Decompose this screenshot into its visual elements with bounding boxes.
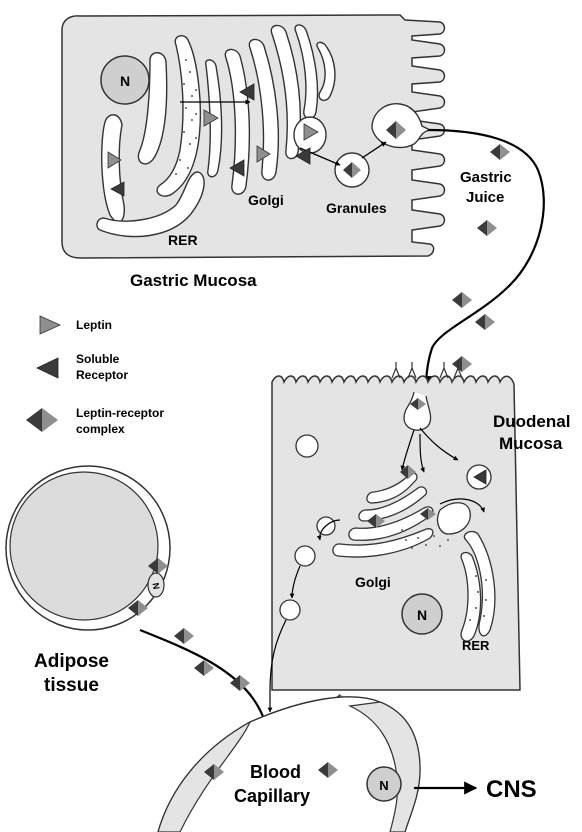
duodenal-vesicle-4 xyxy=(280,600,300,620)
duodenal-vesicle-3 xyxy=(295,546,315,566)
duodenal-vesicle-1 xyxy=(296,435,318,457)
complex-diamond xyxy=(490,144,510,160)
legend-complex-symbol xyxy=(26,408,58,432)
complex-diamond xyxy=(452,356,472,372)
duodenal-mucosa-label-line1: Duodenal xyxy=(493,412,570,431)
adipose-label-line2: tissue xyxy=(44,675,99,696)
legend-receptor-label-line1: Soluble xyxy=(76,352,120,366)
duodenal-golgi-label: Golgi xyxy=(355,574,391,590)
gastric-rer-label: RER xyxy=(168,232,198,248)
adipose-to-blood-arrow xyxy=(140,630,268,738)
lipid-droplet xyxy=(10,472,158,620)
gastric-nucleus-label: N xyxy=(120,73,130,89)
blood-label-line2: Capillary xyxy=(234,786,310,806)
adipocyte: N xyxy=(6,466,170,630)
gastric-mucosa-cell: N xyxy=(62,15,445,258)
adipose-label-line1: Adipose xyxy=(34,651,109,672)
duodenal-rer-label: RER xyxy=(462,638,490,653)
complex-diamond xyxy=(452,292,472,308)
legend-complex-label-line1: Leptin-receptor xyxy=(76,406,164,420)
complex-diamond xyxy=(475,314,495,330)
complex-diamond xyxy=(477,220,497,236)
duodenal-nucleus-label: N xyxy=(417,607,427,623)
gastric-golgi-label: Golgi xyxy=(248,192,284,208)
legend: Leptin Soluble Receptor Leptin-receptor … xyxy=(26,316,164,436)
gastric-juice-label-line2: Juice xyxy=(466,189,504,206)
legend-receptor-label-line2: Receptor xyxy=(76,368,128,382)
legend-leptin-label: Leptin xyxy=(76,318,112,332)
cns-label: CNS xyxy=(486,776,537,803)
duodenal-mucosa-label-line2: Mucosa xyxy=(499,434,563,453)
legend-receptor-symbol xyxy=(37,358,58,378)
gastric-mucosa-label: Gastric Mucosa xyxy=(130,271,257,290)
legend-leptin-symbol xyxy=(40,316,60,334)
complex-diamond xyxy=(174,628,194,644)
endothelial-nucleus-label: N xyxy=(379,778,388,793)
gastric-granules-label: Granules xyxy=(326,200,387,216)
legend-complex-label-line2: complex xyxy=(76,422,125,436)
blood-label-line1: Blood xyxy=(250,762,301,782)
duodenal-mucosa-cell: N Golgi xyxy=(270,362,520,748)
gastric-juice-label-line1: Gastric xyxy=(460,169,512,186)
